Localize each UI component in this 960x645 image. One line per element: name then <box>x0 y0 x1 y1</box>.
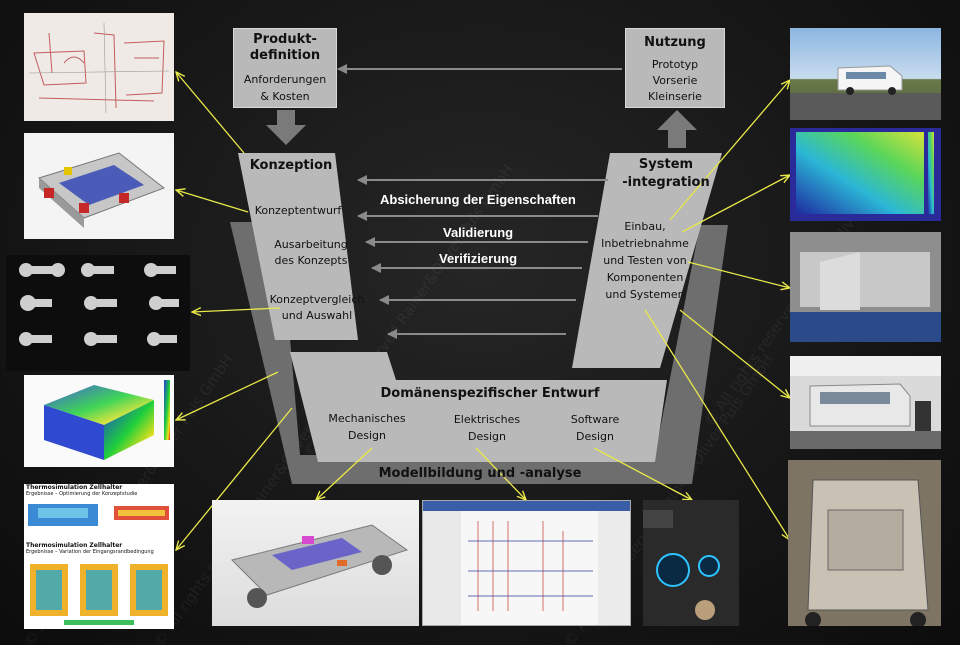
nutzung-box: Nutzung Prototyp Vorserie Kleinserie <box>625 28 725 108</box>
measurement-heatmap-photo <box>790 128 941 221</box>
produktdefinition-title-line2: definition <box>249 48 321 63</box>
test-bench-drawing <box>790 232 941 342</box>
underbody-drawing <box>788 460 941 626</box>
right-arm-shape <box>572 153 722 368</box>
link-sw-design <box>593 447 692 500</box>
schematic-drawing <box>423 501 630 625</box>
test-bench-photo <box>790 232 941 342</box>
bottom-trough-shape <box>290 352 667 462</box>
up-block-arrow <box>657 110 697 148</box>
konzept-item-3-line2: und Auswahl <box>281 309 353 322</box>
bus-prototype-photo <box>790 28 941 120</box>
electrical-schematic-photo <box>422 500 631 626</box>
thermo-title-2: Thermosimulation Zellhalter <box>26 542 123 549</box>
thermo-sub-1: Ergebnisse – Optimierung der Konzeptstud… <box>26 491 138 497</box>
produktdefinition-sub-line1: Anforderungen <box>243 73 327 86</box>
produktdefinition-sub-line2: & Kosten <box>260 90 310 103</box>
konzept-item-3-line1: Konzeptvergleich <box>269 293 365 306</box>
systemintegration-line5: und Systemen <box>605 288 685 301</box>
workshop-vehicle-photo <box>790 356 941 449</box>
heatmap-drawing <box>796 132 934 214</box>
bus-drawing <box>790 65 941 120</box>
vehicle-underbody-photo <box>788 460 941 626</box>
software-design-line2: Design <box>576 430 614 443</box>
dashboard-drawing <box>643 500 739 626</box>
mechanisches-design-line1: Mechanisches <box>328 412 406 425</box>
workshop-drawing <box>790 356 941 449</box>
systemintegration-line4: Komponenten <box>606 271 684 284</box>
elektrisches-design-line1: Elektrisches <box>453 413 521 426</box>
link-underbody <box>644 309 790 540</box>
software-design-line1: Software <box>570 413 620 426</box>
label-validierung: Validierung <box>443 225 514 240</box>
thermo-sub-2: Ergebnisse – Variation der Eingangsrandb… <box>26 549 154 555</box>
systemintegration-title-line2: -integration <box>622 175 710 190</box>
link-workshop <box>679 309 790 398</box>
systemintegration-line3: und Testen von <box>603 254 687 267</box>
link-fem <box>176 371 279 420</box>
systemintegration-line2: Inbetriebnahme <box>601 237 689 250</box>
systemintegration-line1: Einbau, <box>624 220 666 233</box>
motor-variants-photo <box>6 255 190 371</box>
left-arm-shape <box>238 153 358 340</box>
domaenen-title: Domänenspezifischer Entwurf <box>380 386 600 401</box>
link-cad-frame <box>176 190 249 213</box>
produktdefinition-title-line1: Produkt- <box>253 32 317 47</box>
label-verifizierung: Verifizierung <box>439 251 518 266</box>
link-testbench <box>687 261 790 288</box>
link-sketch <box>176 72 245 154</box>
konzeption-title: Konzeption <box>249 158 333 173</box>
down-block-arrow <box>266 110 306 145</box>
modellbildung-label: Modellbildung und -analyse <box>378 466 582 481</box>
link-heatmap <box>681 175 790 233</box>
cad-chassis-photo <box>212 500 419 626</box>
link-motors <box>192 308 281 312</box>
link-mech-design <box>316 447 373 500</box>
link-thermo <box>176 407 293 550</box>
sketch-drawing <box>28 22 170 114</box>
fem-simulation-photo <box>24 375 174 467</box>
nutzung-title: Nutzung <box>644 35 706 50</box>
mechanisches-design-line2: Design <box>348 429 386 442</box>
software-dashboard-photo <box>643 500 739 626</box>
konzept-item-2-line1: Ausarbeitung <box>274 238 348 251</box>
nutzung-sub-line1: Prototyp <box>651 58 699 71</box>
cad-chassis-drawing <box>231 524 409 608</box>
link-elec-design <box>475 447 526 500</box>
produktdefinition-box: Produkt- definition Anforderungen & Kost… <box>233 28 337 108</box>
sketch-photo <box>24 13 174 121</box>
nutzung-sub-line2: Vorserie <box>652 74 698 87</box>
konzept-item-2-line2: des Konzepts <box>274 254 348 267</box>
konzept-item-1: Konzeptentwurf <box>254 204 342 217</box>
elektrisches-design-line2: Design <box>468 430 506 443</box>
cad-frame-photo <box>24 133 174 239</box>
label-absicherung: Absicherung der Eigenschaften <box>380 192 576 207</box>
thermo-drawing <box>28 504 169 625</box>
thermo-title-1: Thermosimulation Zellhalter <box>26 484 123 491</box>
nutzung-sub-line3: Kleinserie <box>648 90 702 103</box>
fem-drawing <box>44 380 170 460</box>
link-bus <box>669 80 790 221</box>
motor-variants-drawing <box>19 263 179 346</box>
thermosimulation-photo: Thermosimulation Zellhalter Ergebnisse –… <box>24 484 174 629</box>
systemintegration-title-line1: System <box>638 157 694 172</box>
cad-frame-drawing <box>38 152 166 228</box>
